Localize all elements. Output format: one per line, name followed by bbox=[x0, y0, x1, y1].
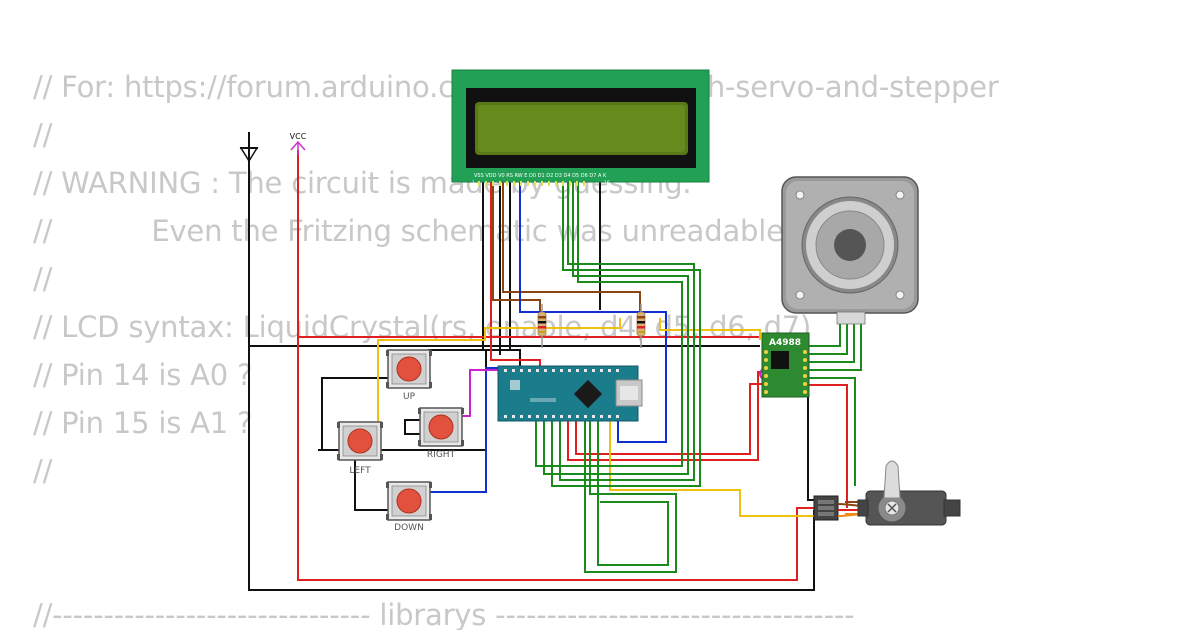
ground-symbol bbox=[239, 132, 259, 163]
wire-btn-down-blue[interactable] bbox=[428, 367, 500, 493]
wire-stepper-green-2[interactable] bbox=[808, 310, 848, 355]
wire-lcd-green-4[interactable] bbox=[535, 180, 683, 467]
lcd-pin-last: 16 bbox=[604, 180, 610, 186]
code-line-5: // bbox=[33, 262, 53, 296]
wire-ground-lcd[interactable] bbox=[482, 180, 521, 367]
code-line-2: // bbox=[33, 118, 53, 152]
lcd-module[interactable]: VSS VDD V0 RS RW E D0 D1 D2 D3 D4 D5 D6 … bbox=[451, 69, 710, 186]
lcd-pin-labels: VSS VDD V0 RS RW E D0 D1 D2 D3 D4 D5 D6 … bbox=[474, 173, 607, 179]
vcc-symbol: VCC bbox=[290, 132, 307, 155]
arduino-nano[interactable] bbox=[497, 365, 643, 422]
wire-ground-main[interactable] bbox=[248, 160, 815, 591]
code-line-10: //------------------------------- librar… bbox=[33, 598, 855, 630]
button-up-label: UP bbox=[403, 392, 416, 402]
a4988-driver[interactable]: A4988 bbox=[761, 332, 810, 398]
stepper-motor[interactable] bbox=[781, 176, 919, 325]
wires bbox=[248, 150, 862, 591]
button-left[interactable]: LEFT bbox=[337, 421, 383, 476]
wire-vcc-main[interactable] bbox=[297, 150, 830, 581]
resistor-2[interactable] bbox=[636, 304, 646, 348]
button-up[interactable]: UP bbox=[386, 349, 432, 402]
code-line-9: // bbox=[33, 454, 53, 488]
lcd-pin-first: 1 bbox=[472, 180, 475, 186]
code-line-4: // Even the Fritzing schematic was unrea… bbox=[33, 214, 793, 248]
wire-lcd-blue[interactable] bbox=[519, 180, 667, 443]
wire-lcd-brown-1[interactable] bbox=[492, 180, 541, 312]
wire-lcd-green-2[interactable] bbox=[559, 180, 695, 481]
wire-btn-right-magenta[interactable] bbox=[458, 369, 500, 417]
wire-stepper-green-3[interactable] bbox=[808, 310, 855, 363]
wire-stepper-green-1[interactable] bbox=[808, 310, 841, 347]
button-down[interactable]: DOWN bbox=[386, 481, 432, 533]
wire-nano-red-2[interactable] bbox=[575, 383, 765, 455]
wire-vcc-lcd[interactable] bbox=[490, 180, 541, 367]
wire-lcd-brown-2[interactable] bbox=[502, 180, 641, 312]
wire-vcc-driver[interactable] bbox=[808, 384, 848, 508]
wire-green-long-2[interactable] bbox=[597, 420, 669, 566]
code-line-8: // Pin 15 is A1 ? bbox=[33, 406, 253, 440]
button-right-label: RIGHT bbox=[427, 450, 456, 460]
button-left-label: LEFT bbox=[349, 466, 371, 476]
wire-driver-green[interactable] bbox=[808, 377, 856, 486]
wire-green-long-1[interactable] bbox=[584, 420, 677, 573]
button-right[interactable]: RIGHT bbox=[418, 407, 464, 460]
driver-label: A4988 bbox=[769, 338, 801, 348]
wire-btn-right-gnd[interactable] bbox=[404, 419, 420, 435]
driver-chip bbox=[771, 351, 789, 369]
servo-motor[interactable] bbox=[813, 460, 961, 526]
wire-stepper-green-4[interactable] bbox=[808, 310, 862, 371]
wire-lcd-yellow[interactable] bbox=[659, 318, 761, 340]
wire-btn-left-yellow[interactable] bbox=[377, 318, 621, 440]
wire-button-left-gnd[interactable] bbox=[321, 377, 390, 450]
resistor-1[interactable] bbox=[537, 304, 547, 348]
button-down-label: DOWN bbox=[394, 523, 424, 533]
servo-horn bbox=[883, 460, 901, 499]
nano-chip bbox=[573, 379, 603, 409]
wire-ground-servo[interactable] bbox=[807, 388, 830, 501]
wire-btn-down-gnd[interactable] bbox=[354, 460, 392, 511]
vcc-label: VCC bbox=[290, 132, 307, 141]
wire-lcd-green-1[interactable] bbox=[551, 180, 701, 487]
